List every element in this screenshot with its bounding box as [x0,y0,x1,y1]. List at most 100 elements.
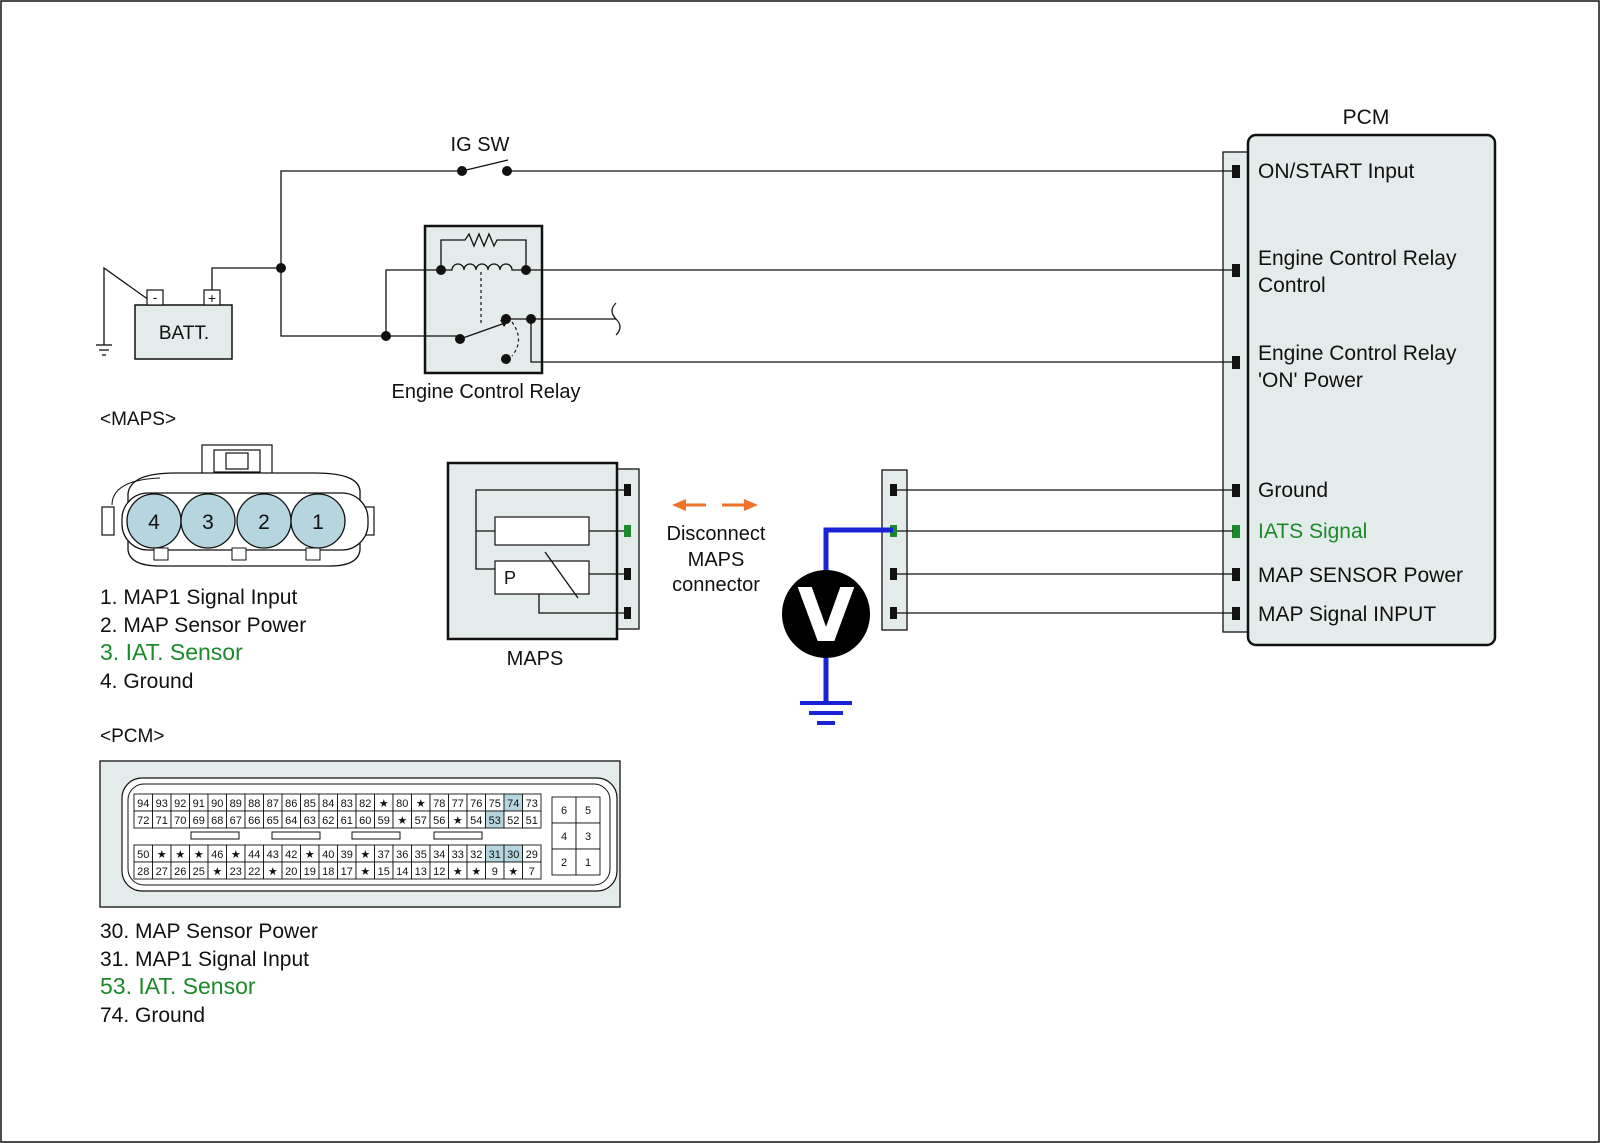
harness-connector-strip [881,469,908,631]
power-circuit: - + BATT. IG SW Engine Control Relay [96,134,1233,403]
pcm-pin-number: 37 [378,849,390,861]
pcm-pin-label: MAP Signal INPUT [1258,603,1436,626]
maps-pin-circle [180,493,236,549]
pcm-title: PCM [1343,106,1390,129]
pcm-side-pin-number: 5 [585,805,591,817]
ig-feed-wire [280,170,460,268]
pcm-pin-label: IATS Signal [1258,520,1367,543]
pin-description: 31. MAP1 Signal Input [100,948,309,971]
maps-pin-number: 4 [148,511,160,534]
maps-pressure-element [494,560,590,595]
pcm-pin-number: 28 [137,866,149,878]
maps-pin-circle [290,493,346,549]
pcm-pin-number: 19 [304,866,316,878]
disconnect-line-3: connector [672,574,760,596]
pcm-pin-label: MAP SENSOR Power [1258,564,1463,587]
pcm-pin-number: 78 [433,798,445,810]
pcm-pin-number: 50 [137,849,149,861]
disconnect-line-2: MAPS [688,549,745,571]
pcm-pin-number: 12 [433,866,445,878]
pin-description: 2. MAP Sensor Power [100,614,306,637]
pcm-pin-number: 27 [156,866,168,878]
pcm-pin-number: 20 [285,866,297,878]
pcm-pin-number: 34 [433,849,445,861]
pcm-pin-number: 35 [415,849,427,861]
pcm-pin-number: 60 [359,815,371,827]
maps-caption: MAPS [507,648,564,670]
maps-sensor: P MAPS [446,461,640,670]
pcm-pin-number: 46 [211,849,223,861]
pcm-pin-number: 32 [470,849,482,861]
pcm-pin-number: 85 [304,798,316,810]
pcm-pin-terminal [1232,525,1240,538]
pcm-pin-number: 80 [396,798,408,810]
pcm-pin-number: 67 [230,815,242,827]
pcm-pin-number: 92 [174,798,186,810]
maps-element [494,516,590,546]
pcm-pin-terminal [1232,484,1240,497]
battery-label: BATT. [159,323,209,344]
pcm-pin-number: 70 [174,815,186,827]
pcm-side-pin-number: 4 [561,831,567,843]
pcm-pin-number: 88 [248,798,260,810]
pcm-pin-number: 77 [452,798,464,810]
pcm-pin-number: 17 [341,866,353,878]
pin-description: 30. MAP Sensor Power [100,920,318,943]
maps-p-label: P [504,568,516,588]
maps-pin-terminal [624,484,631,496]
pin-description: 1. MAP1 Signal Input [100,586,297,609]
pcm-pin-number: 29 [526,849,538,861]
pcm-pin-number: 33 [452,849,464,861]
pcm-side-pin-number: 6 [561,805,567,817]
battery-plus-label: + [208,290,216,306]
pcm-pin-terminal [1232,356,1240,369]
pcm-pin-number: ★ [508,866,518,878]
pcm-pin-number: 68 [211,815,223,827]
pin-description: 74. Ground [100,1004,205,1027]
pcm-pin-number: ★ [305,849,315,861]
pcm-pin-number: ★ [397,815,407,827]
pcm-pin-number: 43 [267,849,279,861]
relay-resistor [440,232,527,270]
pcm-pin-number: 71 [156,815,168,827]
pcm-pin-number: 76 [470,798,482,810]
relay-switch-arm [459,321,509,340]
relay-coil-feed [385,269,441,336]
pcm-pin-number: 15 [378,866,390,878]
pcm-header: <PCM> [100,726,164,747]
voltmeter-icon [782,570,870,658]
pcm-pin-label: ON/START Input [1258,160,1415,183]
ig-switch-label: IG SW [451,134,510,156]
pcm-pin-number: ★ [231,849,241,861]
pin-description: 4. Ground [100,670,193,693]
pcm-pin-number: 65 [267,815,279,827]
pcm-side-pin-cell [575,796,601,824]
pcm-pin-number: 84 [322,798,334,810]
pcm-pin-number: ★ [379,798,389,810]
pcm-pin-number: 61 [341,815,353,827]
pcm-pin-label: Engine Control Relay [1258,247,1457,270]
battery-minus-label: - [153,289,158,305]
pcm-pin-number: 9 [492,866,498,878]
pcm-pin-number: 66 [248,815,260,827]
pcm-pin-number: 51 [526,815,538,827]
pin-description: 3. IAT. Sensor [100,639,243,665]
pcm-pin-number: ★ [453,815,463,827]
maps-header: <MAPS> [100,409,176,430]
pcm-pin-number: ★ [360,849,370,861]
pcm-pin-number: 57 [415,815,427,827]
pcm-pin-number: 54 [470,815,482,827]
pcm-pin-number: 26 [174,866,186,878]
pcm-pin-number: 7 [529,866,535,878]
relay-on-power-wire [530,319,1233,363]
pin-description: 53. IAT. Sensor [100,973,256,999]
probe-wire [823,527,893,576]
pcm-side-pin-number: 3 [585,831,591,843]
relay-coil [441,263,526,271]
pcm-pin-number: 31 [489,849,501,861]
pcm-pin-number: ★ [175,849,185,861]
